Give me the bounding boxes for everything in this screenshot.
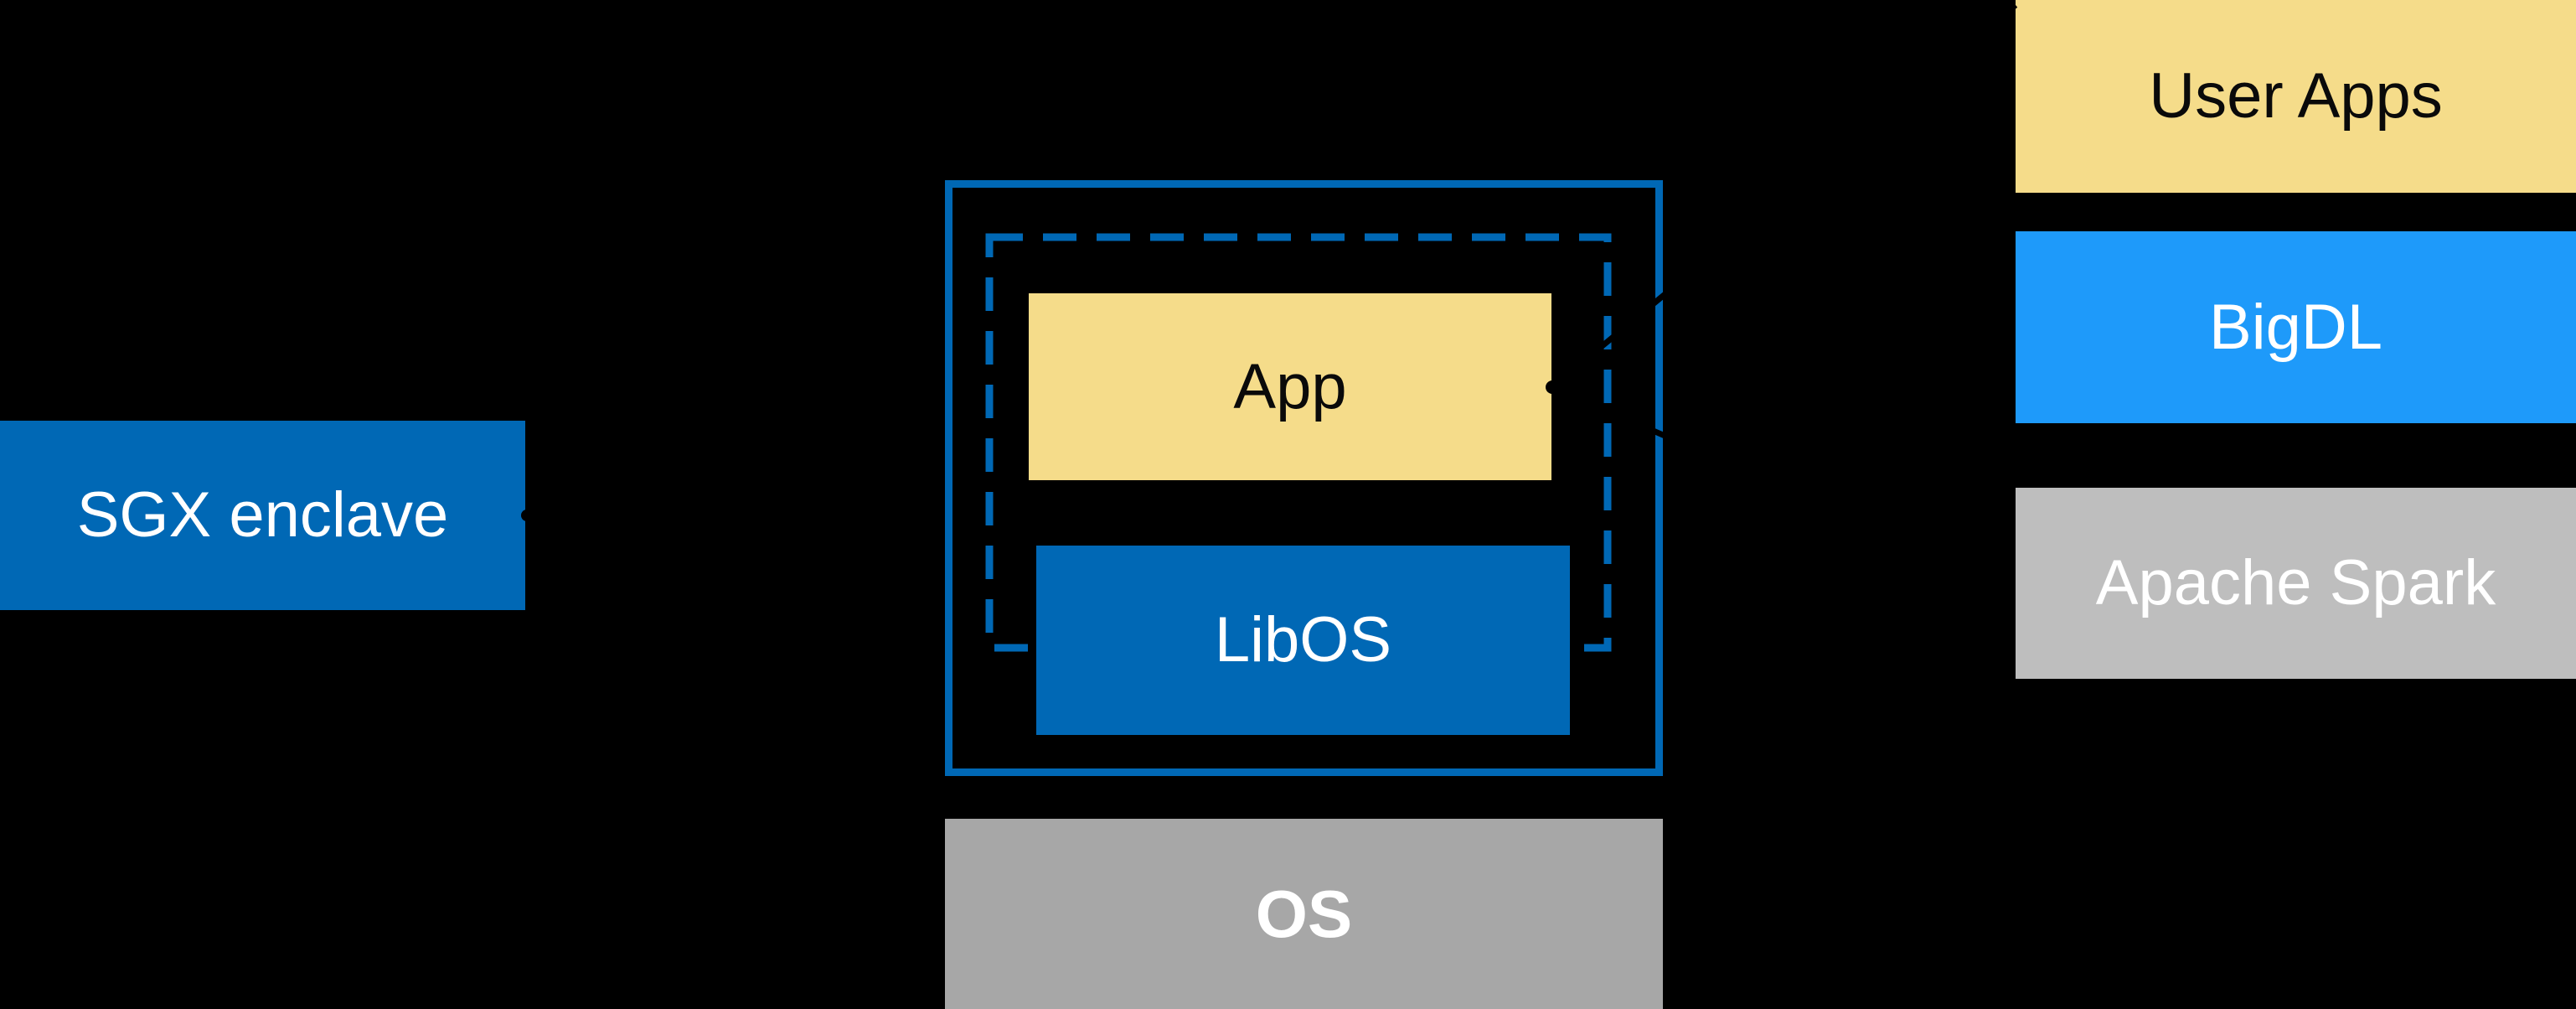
stack-item-bigdl: BigDL — [2016, 231, 2576, 423]
libos-box: LibOS — [1036, 546, 1570, 735]
apache-spark-label: Apache Spark — [2095, 547, 2496, 618]
libos-label: LibOS — [1214, 604, 1392, 675]
app-label: App — [1233, 350, 1347, 422]
user-apps-label: User Apps — [2149, 60, 2443, 132]
os-label: OS — [1255, 876, 1353, 951]
app-box: App — [1029, 293, 1551, 480]
os-box: OS — [945, 819, 1663, 1009]
sgx-enclave-label-box: SGX enclave — [0, 421, 525, 610]
stack-item-user-apps: User Apps — [2016, 0, 2576, 193]
bigdl-label: BigDL — [2209, 291, 2382, 363]
sgx-enclave-label: SGX enclave — [76, 479, 449, 551]
stack-item-apache-spark: Apache Spark — [2016, 488, 2576, 679]
